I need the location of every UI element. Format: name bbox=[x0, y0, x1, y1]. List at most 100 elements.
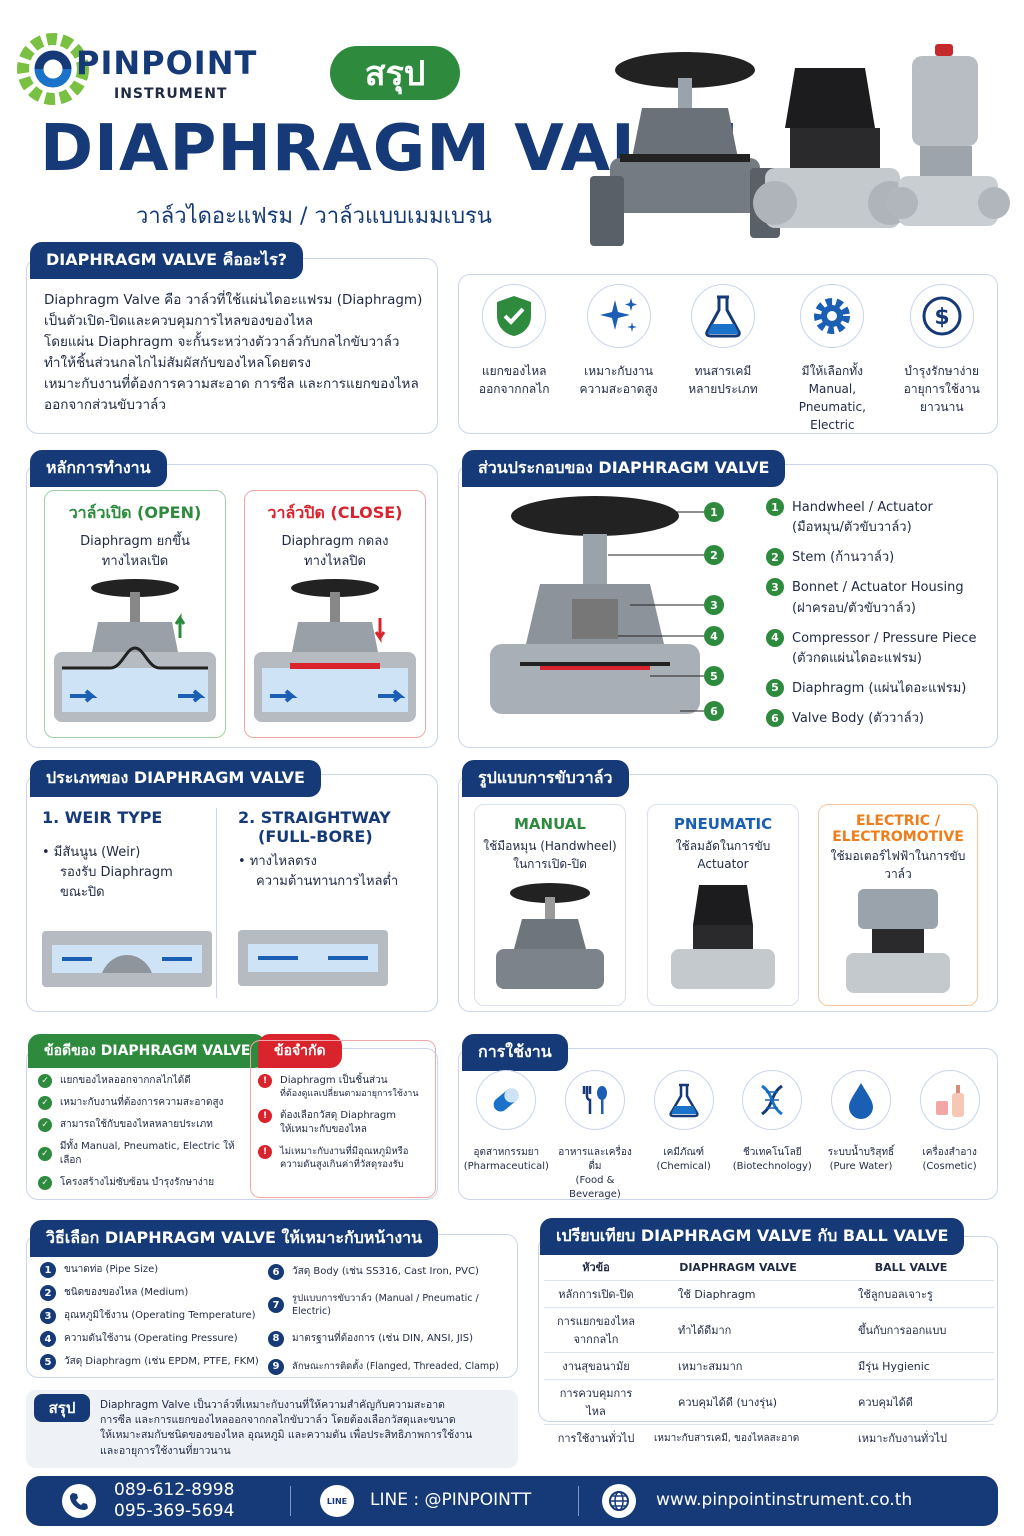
use-label: (Pure Water) bbox=[829, 1161, 893, 1172]
cons-list: !Diaphragm เป็นชิ้นส่วนที่ต้องดูแลเปลี่ย… bbox=[258, 1074, 434, 1171]
part-number: 6 bbox=[766, 709, 784, 728]
pneumatic-desc: ใช้ลมอัดในการขับ bbox=[675, 839, 771, 853]
compare-header: BALL VALVE bbox=[828, 1254, 994, 1281]
svg-text:6: 6 bbox=[710, 705, 718, 718]
manual-desc: ใช้มือหมุน (Handwheel) bbox=[483, 839, 617, 853]
use-label: (Food & Beverage) bbox=[569, 1175, 621, 1200]
uses-card bbox=[458, 1048, 998, 1200]
feature-text: Manual, Pneumatic, bbox=[798, 382, 866, 414]
table-cell: การควบคุมการไหล bbox=[544, 1379, 648, 1425]
pro-text: โครงสร้างไม่ซับซ้อน บำรุงรักษาง่าย bbox=[60, 1177, 215, 1188]
weir-desc: • มีสันนูน (Weir) bbox=[42, 845, 141, 860]
con-item: !ไม่เหมาะกับงานที่มีอุณหภูมิหรือความดันส… bbox=[258, 1144, 434, 1172]
svg-text:$: $ bbox=[934, 305, 949, 330]
feature-item: แยกของไหล ออกจากกลไก bbox=[464, 284, 564, 434]
part-label: Compressor / Pressure Piece bbox=[792, 630, 977, 646]
use-label: ระบบน้ำบริสุทธิ์ bbox=[827, 1147, 895, 1158]
summary-line: Diaphragm Valve เป็นวาล์วที่เหมาะกับงานท… bbox=[100, 1399, 445, 1411]
table-cell: ใช้ลูกบอลเจาะรู bbox=[828, 1280, 994, 1308]
what-line: ทำให้ชิ้นส่วนกลไกไม่สัมผัสกับของไหลโดยตร… bbox=[44, 354, 311, 371]
open-title: วาล์วเปิด (OPEN) bbox=[68, 503, 202, 522]
table-cell: เหมาะสมมาก bbox=[648, 1352, 828, 1380]
feature-item: ทนสารเคมี หลายประเภท bbox=[673, 284, 773, 434]
summary-line: ให้เหมาะสมกับชนิดของของไหล อุณหภูมิ และค… bbox=[100, 1429, 473, 1442]
compare-header: หัวข้อ bbox=[544, 1254, 648, 1281]
select-number: 1 bbox=[40, 1262, 56, 1278]
select-tab: วิธีเลือก DIAPHRAGM VALVE ให้เหมาะกับหน้… bbox=[30, 1220, 439, 1257]
electric-panel: ELECTRIC / ELECTROMOTIVE ใช้มอเตอร์ไฟฟ้า… bbox=[818, 804, 978, 1006]
part-item: 2 Stem (ก้านวาล์ว) bbox=[766, 548, 992, 568]
part-label: Stem (ก้านวาล์ว) bbox=[792, 550, 895, 566]
feature-text: Electric bbox=[810, 418, 855, 432]
cosmetic-bottle-icon bbox=[919, 1070, 980, 1130]
electric-valve-image bbox=[846, 889, 950, 993]
electric-desc: ใช้มอเตอร์ไฟฟ้าในการขับ bbox=[830, 849, 966, 863]
feature-text: บำรุงรักษาง่าย bbox=[904, 364, 980, 378]
manual-valve-image bbox=[496, 883, 604, 989]
types-tab: ประเภทของ DIAPHRAGM VALVE bbox=[30, 760, 321, 797]
part-label: (ตัวกดแผ่นไดอะแฟรม) bbox=[792, 650, 922, 666]
feature-item: เหมาะกับงาน ความสะอาดสูง bbox=[569, 284, 669, 434]
pro-item: ✓แยกของไหลออกจากกลไกได้ดี bbox=[38, 1074, 254, 1088]
website-link[interactable]: www.pinpointinstrument.co.th bbox=[656, 1490, 913, 1510]
what-line: โดยแผ่น Diaphragm จะกั้นระหว่างตัววาล์วก… bbox=[44, 333, 400, 350]
select-number: 2 bbox=[40, 1285, 56, 1301]
part-label: (ฝาครอบ/ตัวขับวาล์ว) bbox=[792, 600, 916, 616]
electric-desc: วาล์ว bbox=[884, 867, 912, 881]
actuation-tab: รูปแบบการขับวาล์ว bbox=[462, 760, 629, 797]
table-cell: ใช้ Diaphragm bbox=[648, 1280, 828, 1308]
straightway-diagram bbox=[238, 930, 388, 987]
manual-panel: MANUAL ใช้มือหมุน (Handwheel) ในการเปิด-… bbox=[474, 804, 626, 1006]
close-title: วาล์วปิด (CLOSE) bbox=[267, 503, 403, 522]
what-line: เหมาะกับงานที่ต้องการความสะอาด การซีล แล… bbox=[44, 375, 419, 392]
manual-title: MANUAL bbox=[514, 815, 586, 833]
compare-header: DIAPHRAGM VALVE bbox=[648, 1254, 828, 1281]
page-subtitle: วาล์วไดอะแฟรม / วาล์วแบบเมมเบรน bbox=[136, 204, 492, 229]
footer-bar bbox=[26, 1476, 998, 1526]
phone-link-1[interactable]: 089-612-8998 bbox=[114, 1480, 235, 1500]
flask-icon bbox=[690, 284, 755, 348]
types-divider bbox=[216, 808, 217, 998]
feature-text: เหมาะกับงาน bbox=[584, 364, 653, 378]
use-label: อุตสาหกรรมยา bbox=[473, 1147, 540, 1158]
what-line: เป็นตัวเปิด-ปิดและควบคุมการไหลของของไหล bbox=[44, 312, 314, 329]
summary-line: และอายุการใช้งานที่ยาวนาน bbox=[100, 1444, 231, 1457]
compare-table: หัวข้อ DIAPHRAGM VALVE BALL VALVE หลักกา… bbox=[544, 1254, 994, 1451]
con-text: ต้องเลือกวัสดุ Diaphragm bbox=[280, 1109, 397, 1121]
con-text: ความดันสูงเกินค่าที่วัสดุรองรับ bbox=[280, 1158, 404, 1170]
table-row: งานสุขอนามัยเหมาะสมมากมีรุ่น Hygienic bbox=[544, 1352, 994, 1380]
close-desc: ทางไหลปิด bbox=[304, 554, 366, 570]
open-valve-diagram bbox=[54, 579, 216, 723]
straightway-type: 2. STRAIGHTWAY (FULL-BORE) • ทางไหลตรง ค… bbox=[238, 808, 428, 1002]
line-link[interactable]: LINE : @PINPOINTT bbox=[370, 1490, 532, 1510]
feature-text: มีให้เลือกทั้ง bbox=[801, 364, 864, 378]
compare-header-row: หัวข้อ DIAPHRAGM VALVE BALL VALVE bbox=[544, 1254, 994, 1281]
pneumatic-title: PNEUMATIC bbox=[673, 815, 773, 833]
pro-item: ✓มีทั้ง Manual, Pneumatic, Electric ให้เ… bbox=[38, 1140, 254, 1168]
gear-icon bbox=[800, 284, 865, 348]
part-label: Handwheel / Actuator bbox=[792, 500, 933, 515]
what-line: Diaphragm Valve คือ วาล์วที่ใช้แผ่นไดอะแ… bbox=[44, 292, 423, 308]
cons-tab: ข้อจำกัด bbox=[258, 1034, 342, 1068]
part-number: 2 bbox=[766, 548, 784, 567]
use-label: ชีวเทคโนโลยี bbox=[742, 1147, 802, 1158]
sparkle-icon bbox=[586, 284, 651, 348]
phone-link-2[interactable]: 095-369-5694 bbox=[114, 1501, 235, 1521]
part-label: Valve Body (ตัววาล์ว) bbox=[792, 711, 924, 727]
summary-label: สรุป bbox=[34, 1394, 90, 1422]
what-line: ออกจากส่วนขับวาล์ว bbox=[44, 396, 166, 413]
con-text: Diaphragm เป็นชิ้นส่วน bbox=[280, 1075, 388, 1086]
summary-box bbox=[26, 1390, 518, 1468]
use-item: ชีวเทคโนโลยี (Biotechnology) bbox=[729, 1070, 815, 1202]
table-cell: ควบคุมได้ดี (บางรุ่น) bbox=[648, 1379, 828, 1425]
select-text: วัสดุ Diaphragm (เช่น EPDM, PTFE, FKM) bbox=[64, 1356, 259, 1367]
feature-text: ทนสารเคมี bbox=[694, 364, 752, 378]
uses-row: อุตสาหกรรมยา (Pharmaceutical) อาหารและเค… bbox=[462, 1070, 994, 1202]
pro-item: ✓สามารถใช้กับของไหลหลายประเภท bbox=[38, 1118, 254, 1132]
